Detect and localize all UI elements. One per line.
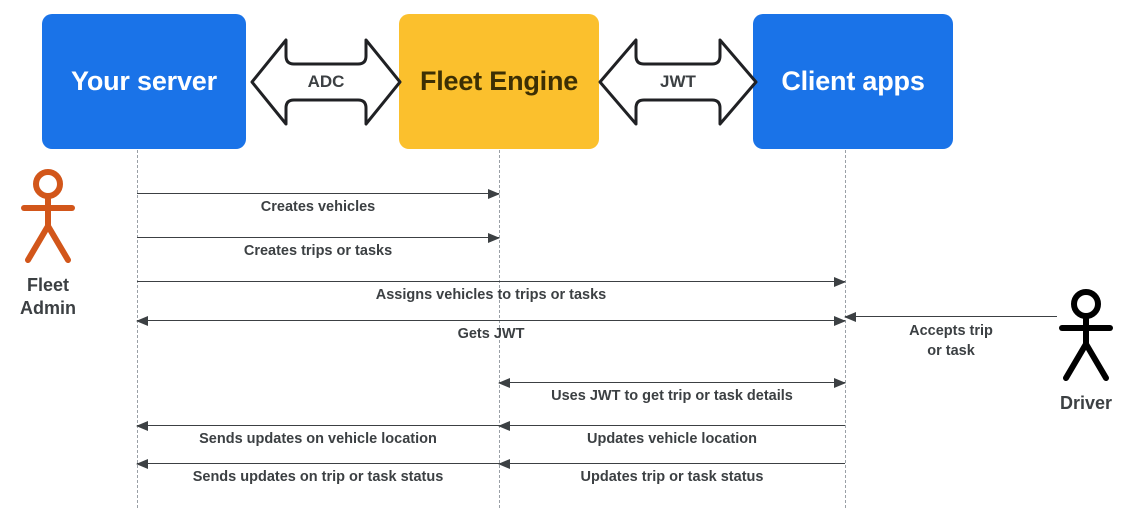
- message-updates-vehicle-location: Updates vehicle location: [498, 420, 845, 447]
- arrowhead-right-icon: [834, 377, 846, 388]
- message-creates-vehicles: Creates vehicles: [137, 188, 500, 215]
- message-label-creates-vehicles: Creates vehicles: [260, 199, 376, 215]
- participant-box-your-server[interactable]: Your server: [42, 14, 246, 149]
- actor-driver: Driver: [1046, 288, 1126, 414]
- lifeline-fleet-engine: [499, 150, 500, 508]
- participant-box-client-apps[interactable]: Client apps: [753, 14, 953, 149]
- actor-fleet-admin: Fleet Admin: [8, 168, 88, 319]
- message-sends-updates-vehicle-location: Sends updates on vehicle location: [136, 420, 499, 447]
- participant-label-fleet-engine: Fleet Engine: [419, 66, 579, 96]
- protocol-arrow-jwt: JWT: [598, 34, 758, 130]
- message-label-sends-updates-vehicle-location: Sends updates on vehicle location: [199, 431, 437, 447]
- actor-name-driver: Driver: [1059, 393, 1113, 413]
- participant-label-client-apps: Client apps: [781, 66, 925, 96]
- stick-figure-icon: [21, 169, 75, 263]
- message-gets-jwt: Gets JWT: [136, 315, 846, 342]
- participant-box-fleet-engine[interactable]: Fleet Engine: [399, 14, 599, 149]
- arrowhead-right-icon: [834, 276, 846, 287]
- arrowhead-right-icon: [488, 188, 500, 199]
- stick-figure-icon: [1059, 289, 1113, 381]
- message-label-updates-trip-status: Updates trip or task status: [580, 469, 764, 485]
- participant-label-your-server: Your server: [71, 66, 217, 96]
- message-updates-trip-status: Updates trip or task status: [498, 458, 845, 485]
- message-accepts-trip-or-task: Accepts trip or task: [844, 311, 1057, 359]
- message-label-accepts-trip-line1: Accepts trip: [909, 323, 993, 339]
- message-label-sends-updates-trip-status: Sends updates on trip or task status: [192, 469, 444, 485]
- arrowhead-right-icon: [834, 315, 846, 326]
- message-label-updates-vehicle-location: Updates vehicle location: [586, 431, 758, 447]
- arrowhead-left-icon: [498, 377, 510, 388]
- message-label-accepts-trip-or-task: Accepts trip or task: [845, 322, 1057, 361]
- message-label-creates-trips-or-tasks: Creates trips or tasks: [243, 243, 393, 259]
- protocol-arrow-adc: ADC: [250, 34, 402, 130]
- message-sends-updates-trip-status: Sends updates on trip or task status: [136, 458, 499, 485]
- actor-name-fleet-admin-line1: Fleet: [26, 275, 69, 295]
- message-assigns-vehicles: Assigns vehicles to trips or tasks: [137, 276, 846, 303]
- lifeline-client-apps: [845, 150, 846, 508]
- message-uses-jwt: Uses JWT to get trip or task details: [498, 377, 846, 404]
- arrowhead-left-icon: [844, 311, 856, 322]
- arrowhead-left-icon: [136, 458, 148, 469]
- message-label-assigns-vehicles: Assigns vehicles to trips or tasks: [375, 287, 607, 303]
- double-arrow-icon: [598, 38, 758, 126]
- lifeline-your-server: [137, 150, 138, 508]
- message-label-uses-jwt: Uses JWT to get trip or task details: [551, 388, 793, 404]
- arrowhead-left-icon: [136, 315, 148, 326]
- double-arrow-icon: [250, 38, 402, 126]
- arrowhead-left-icon: [498, 458, 510, 469]
- message-label-gets-jwt: Gets JWT: [457, 326, 525, 342]
- message-label-accepts-trip-line2: or task: [927, 342, 975, 359]
- arrowhead-right-icon: [488, 232, 500, 243]
- arrowhead-left-icon: [498, 420, 510, 431]
- arrowhead-left-icon: [136, 420, 148, 431]
- actor-name-fleet-admin-line2: Admin: [20, 298, 76, 319]
- message-creates-trips-or-tasks: Creates trips or tasks: [137, 232, 500, 259]
